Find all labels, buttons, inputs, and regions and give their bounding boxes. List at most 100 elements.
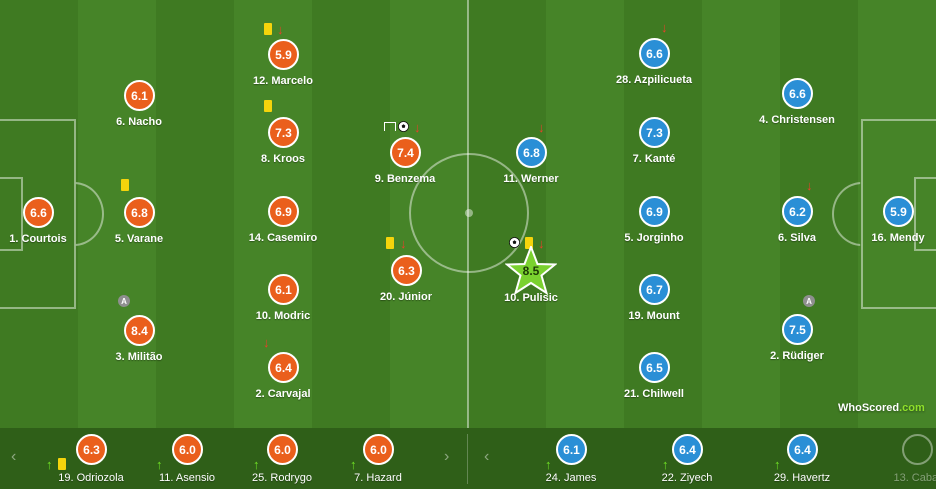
sub-off-icon: ↓ [400,236,407,251]
player-mount[interactable]: 6.7 19. Mount [599,274,709,334]
player-name: 8. Kroos [260,153,305,165]
player-name: 12. Marcelo [253,75,313,87]
player-mendy[interactable]: 5.9 16. Mendy [843,196,936,256]
player-rating: 7.5 [782,314,813,345]
player-rating: 6.1 [268,274,299,305]
player-rating [902,434,933,465]
player-rating: 6.3 [76,434,107,465]
player-rating: 7.3 [639,117,670,148]
bench-player-rodrygo[interactable]: 6.0 25. Rodrygo [227,428,337,489]
captain-badge: A [118,295,130,307]
player-name: 20. Júnior [380,291,432,303]
player-name: 7. Kanté [632,153,676,165]
player-kroos[interactable]: 7.3 8. Kroos [228,117,338,177]
player-rating: 6.6 [782,78,813,109]
sub-on-icon: ↑ [156,457,163,472]
left-penalty-area [0,119,76,309]
yellow-card-icon [264,100,272,112]
player-name: 21. Chilwell [624,388,684,400]
sub-off-icon: ↓ [806,178,813,193]
bench-prev-arrow-icon[interactable]: ‹ [11,448,17,465]
bench-player-ziyech[interactable]: 6.4 22. Ziyech [632,428,742,489]
goalpost-icon [384,122,396,131]
player-name: 5. Jorginho [624,232,684,244]
player-werner[interactable]: 6.8 11. Werner [476,137,586,197]
player-kante[interactable]: 7.3 7. Kanté [599,117,709,177]
player-marcelo[interactable]: 5.9 12. Marcelo [228,39,338,99]
player-silva[interactable]: 6.2 6. Silva [742,196,852,256]
player-courtois[interactable]: 6.6 1. Courtois [0,197,93,257]
player-name: 11. Asensio [158,472,216,484]
player-modric[interactable]: 6.1 10. Modric [228,274,338,334]
bench-player-hazard[interactable]: 6.0 7. Hazard [323,428,433,489]
right-penalty-area [861,119,936,309]
player-rating: 6.0 [363,434,394,465]
right-goal-area [914,177,936,251]
left-goal-area [0,177,23,251]
player-name: 10. Modric [255,310,311,322]
player-rating: 6.0 [172,434,203,465]
player-pulisic[interactable]: 8.5 10. Pulisic [476,246,586,316]
player-nacho[interactable]: 6.1 6. Nacho [84,80,194,140]
sub-off-icon: ↓ [538,236,545,251]
player-rating: 6.9 [268,196,299,227]
player-benzema[interactable]: 7.4 9. Benzema [350,137,460,197]
player-name: 1. Courtois [9,233,67,245]
player-name: 3. Militão [115,351,163,363]
yellow-card-icon [121,179,129,191]
player-rating: 6.5 [639,352,670,383]
player-rating: 6.1 [124,80,155,111]
sub-off-icon: ↓ [263,335,270,350]
yellow-card-icon [525,237,533,249]
player-rating: 6.8 [516,137,547,168]
sub-off-icon: ↓ [414,120,421,135]
player-rating: 5.9 [268,39,299,70]
player-rating: 6.2 [782,196,813,227]
bench-player-asensio[interactable]: 6.0 11. Asensio [132,428,242,489]
player-casemiro[interactable]: 6.9 14. Casemiro [228,196,338,256]
player-carvajal[interactable]: 6.4 2. Carvajal [228,352,338,412]
whoscored-logo: WhoScored.com [838,402,925,414]
player-name: 25. Rodrygo [252,472,312,484]
bench-player-james[interactable]: 6.1 24. James [516,428,626,489]
player-rating: 6.4 [268,352,299,383]
player-name: 19. Odriozola [58,472,124,484]
player-jorginho[interactable]: 6.9 5. Jorginho [599,196,709,256]
player-varane[interactable]: 6.8 5. Varane [84,197,194,257]
star-icon [505,246,557,296]
yellow-card-icon [58,458,66,470]
player-chilwell[interactable]: 6.5 21. Chilwell [599,352,709,412]
bench-player-odriozola[interactable]: 6.3 19. Odriozola [36,428,146,489]
player-azpilicueta[interactable]: 6.6 28. Azpilicueta [599,38,709,98]
ball-icon [509,237,520,248]
player-name: 6. Silva [778,232,816,244]
bench-player-havertz[interactable]: 6.4 29. Havertz [747,428,857,489]
player-militao[interactable]: 8.4 3. Militão [84,315,194,375]
bench-player-cabal[interactable]: 13. Cabal [862,428,936,489]
bench-next-arrow-icon[interactable]: › [444,448,450,465]
sub-on-icon: ↑ [46,457,53,472]
player-rating: 8.4 [124,315,155,346]
sub-on-icon: ↑ [545,457,552,472]
player-christensen[interactable]: 6.6 4. Christensen [742,78,852,138]
substitutes-bar: ‹ ↑ 6.3 19. Odriozola ↑ 6.0 11. Asensio … [0,428,936,489]
sub-off-icon: ↓ [538,120,545,135]
player-rating: 7.3 [268,117,299,148]
player-name: 9. Benzema [374,173,436,185]
captain-badge: A [803,295,815,307]
player-rudiger[interactable]: 7.5 2. Rüdiger [742,314,852,374]
player-name: 29. Havertz [773,472,831,484]
player-name: 19. Mount [628,310,680,322]
player-name: 2. Rüdiger [770,350,824,362]
player-rating: 7.4 [390,137,421,168]
player-name: 24. James [545,472,597,484]
player-name: 4. Christensen [759,114,835,126]
bench-prev-arrow-icon[interactable]: ‹ [484,448,490,465]
player-name: 16. Mendy [871,232,925,244]
player-name: 14. Casemiro [248,232,318,244]
sub-on-icon: ↑ [662,457,669,472]
player-rating: 6.0 [267,434,298,465]
player-rating: 6.1 [556,434,587,465]
player-junior[interactable]: 6.3 20. Júnior [351,255,461,315]
